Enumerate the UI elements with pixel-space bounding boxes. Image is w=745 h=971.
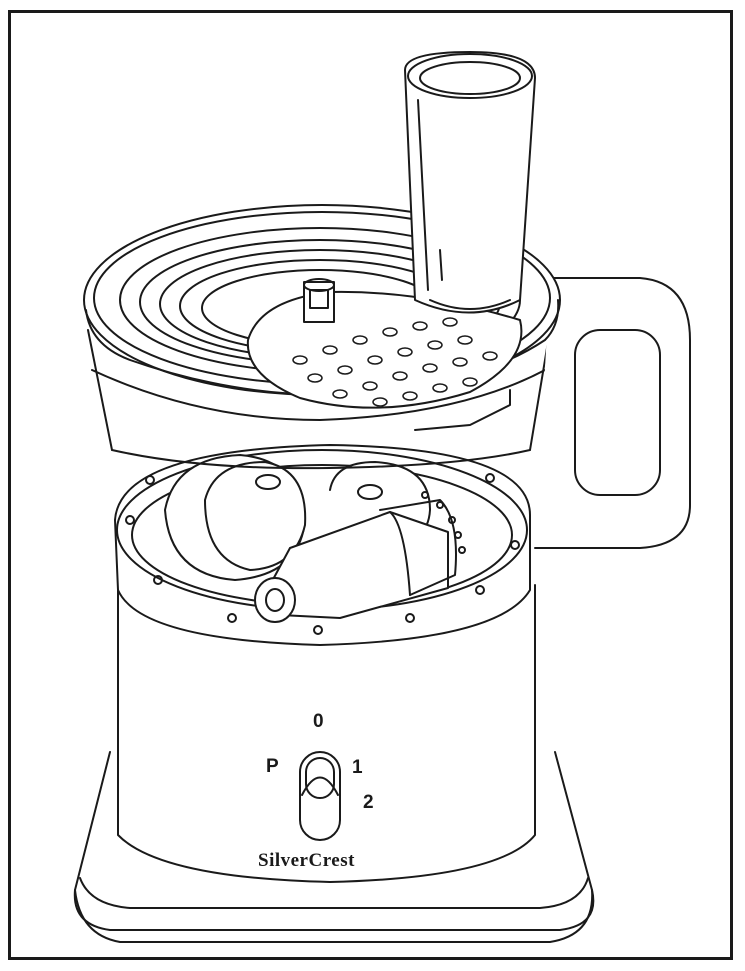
feed-tube xyxy=(404,51,536,314)
brand-logo: SilverCrest xyxy=(258,850,355,871)
switch-off-label: 0 xyxy=(313,711,324,732)
base-plate xyxy=(73,751,595,943)
switch-pulse-label: P xyxy=(266,756,279,777)
bowl-handle[interactable] xyxy=(534,277,691,549)
motor-housing xyxy=(117,584,536,883)
switch-speed2-label: 2 xyxy=(363,792,374,813)
switch-speed1-label: 1 xyxy=(352,757,363,778)
grating-disc xyxy=(246,278,523,409)
speed-switch[interactable] xyxy=(299,751,341,841)
disc-holder xyxy=(254,491,466,623)
